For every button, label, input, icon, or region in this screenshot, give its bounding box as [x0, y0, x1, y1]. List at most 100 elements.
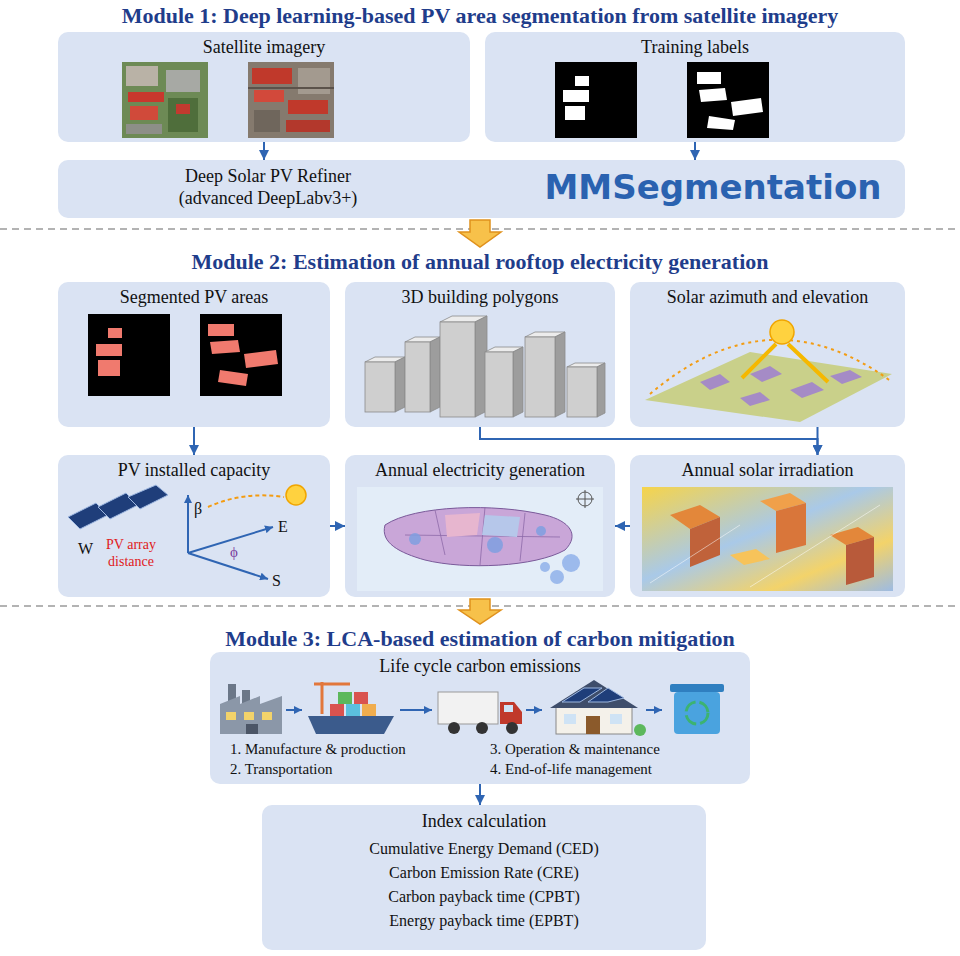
generation-map [482, 515, 520, 537]
step-label: 3. Operation & maintenance [490, 740, 740, 758]
orientation-axis [187, 495, 189, 553]
house-icon [564, 714, 576, 724]
label-mask [687, 62, 769, 138]
panel-heading: Annual solar irradiation [630, 460, 905, 482]
pv-panel [128, 485, 168, 509]
step-arrow [286, 709, 302, 711]
factory-icon [244, 712, 254, 720]
direction-label: W [78, 539, 93, 558]
process-panel: Annual solar irradiation [630, 455, 905, 597]
generation-map [487, 537, 503, 553]
truck-icon [506, 722, 518, 734]
flow-arrow [480, 427, 818, 455]
flow-arrow [694, 142, 696, 160]
segment-mask [218, 370, 248, 386]
irradiation-render [650, 505, 880, 587]
factory-icon [220, 696, 282, 734]
segment-mask [96, 344, 122, 356]
module-title: Module 2: Estimation of annual rooftop e… [0, 249, 960, 275]
index-item: Energy payback time (EPBT) [262, 911, 706, 930]
sun-path-scene [750, 366, 782, 382]
distance-label: PV array distance [98, 537, 164, 571]
factory-icon [262, 712, 272, 720]
process-panel: Index calculationCumulative Energy Deman… [262, 805, 706, 950]
module-title: Module 3: LCA-based estimation of carbon… [0, 626, 960, 652]
ship-icon [338, 692, 352, 704]
factory-icon [246, 724, 258, 734]
index-item: Carbon payback time (CPBT) [262, 887, 706, 906]
step-label: 1. Manufacture & production [230, 740, 475, 758]
label-mask [563, 90, 589, 102]
label-mask [555, 62, 637, 138]
building-block [597, 363, 605, 417]
house-icon [634, 724, 646, 736]
generation-map [357, 487, 603, 591]
segment-mask [88, 314, 170, 396]
satellite-photo [126, 124, 162, 134]
satellite-photo [252, 68, 292, 84]
recycle-bin-icon [686, 702, 708, 724]
process-panel: Solar azimuth and elevation [630, 282, 905, 427]
house-icon [588, 688, 624, 702]
flow-arrow [615, 525, 630, 527]
sun-path-scene [770, 320, 794, 344]
irradiation-render [642, 487, 893, 591]
module-title: Module 1: Deep learning-based PV area se… [0, 3, 960, 29]
sun-path-scene [645, 320, 892, 422]
sun-path-scene [650, 340, 892, 394]
sun-path-scene [742, 344, 776, 378]
satellite-photo [248, 62, 334, 138]
index-item: Carbon Emission Rate (CRE) [262, 863, 706, 882]
building-block [365, 362, 395, 412]
label-mask [697, 72, 721, 84]
label-mask [699, 88, 727, 102]
label-mask [731, 98, 763, 116]
segment-mask [108, 328, 122, 338]
satellite-photo [122, 62, 208, 138]
label-mask [687, 62, 769, 138]
satellite-photo [176, 104, 190, 114]
building-block [395, 357, 405, 412]
sun-path-scene [830, 370, 862, 384]
truck-icon [504, 705, 513, 712]
building-block [555, 332, 565, 417]
truck-icon [500, 702, 522, 724]
label-mask [555, 62, 637, 138]
logo-text: MMSegmentation [528, 167, 898, 208]
direction-label: S [272, 571, 281, 590]
factory-icon [220, 684, 282, 734]
process-panel: Training labels [485, 32, 905, 142]
process-panel: PV installed capacityβϕEWPV array distan… [58, 455, 330, 597]
building-block [525, 337, 555, 417]
ship-icon [362, 704, 376, 716]
truck-icon [438, 692, 522, 734]
sun-arc [208, 495, 284, 507]
house-icon [550, 680, 646, 736]
sun-path-scene [740, 392, 770, 406]
step-arrow [400, 709, 432, 711]
pv-panel [68, 485, 168, 529]
satellite-photo [130, 106, 158, 120]
building-block [440, 322, 475, 417]
process-panel: 3D building polygons [345, 282, 615, 427]
irradiation-render [642, 487, 893, 591]
house-icon [610, 714, 622, 724]
satellite-photo [288, 100, 328, 114]
segment-mask [88, 314, 170, 396]
sun-path-scene [788, 344, 828, 382]
truck-icon [438, 692, 498, 724]
generation-map [357, 487, 603, 591]
flow-arrow [193, 427, 195, 455]
satellite-photo [248, 87, 334, 89]
step-arrow [526, 709, 542, 711]
segment-mask [98, 360, 120, 376]
recycle-bin-icon [670, 684, 724, 692]
satellite-photo [166, 70, 200, 92]
house-icon [550, 680, 638, 708]
orientation-axis [188, 553, 268, 579]
flow-arrow [263, 142, 265, 160]
truck-icon [476, 722, 488, 734]
direction-label: E [278, 517, 288, 536]
sun-path-scene [645, 352, 892, 422]
